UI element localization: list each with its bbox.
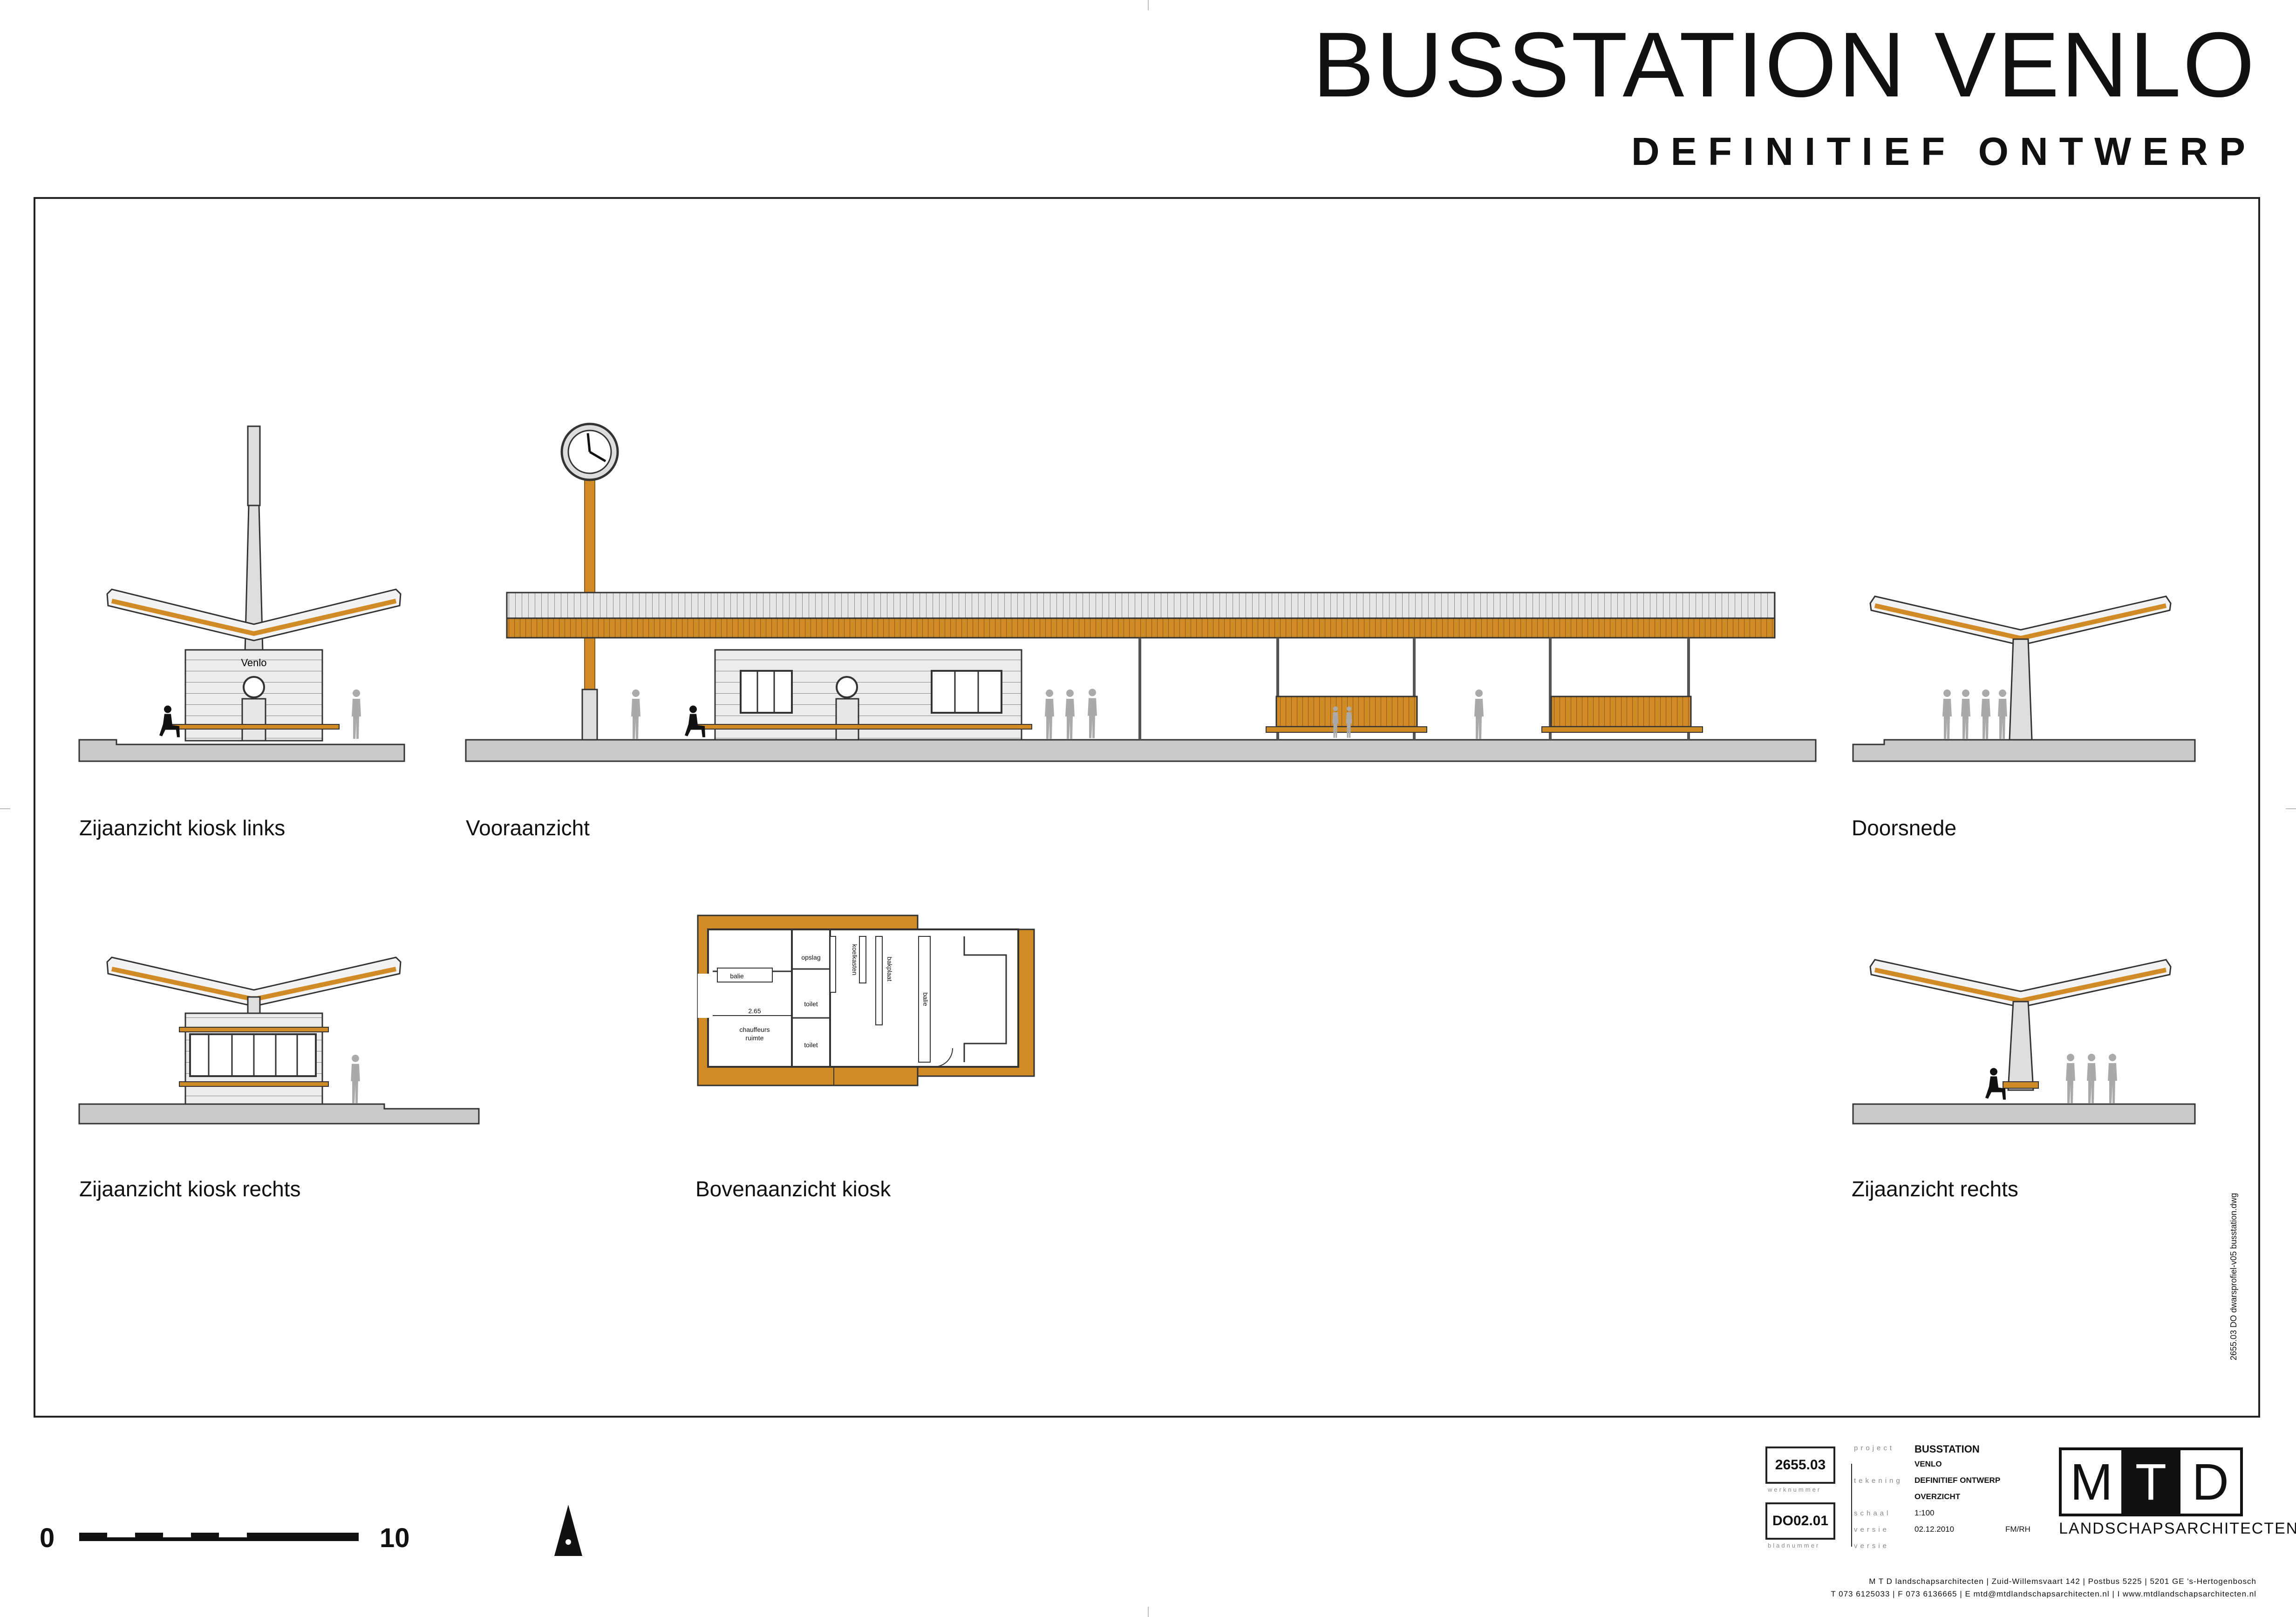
plan-label-dimension: 2.65 bbox=[748, 1007, 761, 1015]
versie-label: versie bbox=[1854, 1526, 1890, 1534]
tekening-value-1: DEFINITIEF ONTWERP bbox=[1914, 1476, 2001, 1485]
plan-label-toilet-2: toilet bbox=[804, 1041, 818, 1049]
schaal-value: 1:100 bbox=[1914, 1508, 1935, 1517]
north-arrow-icon bbox=[554, 1505, 582, 1556]
standing-figure bbox=[352, 689, 361, 739]
werknummer-box: 2655.03 bbox=[1765, 1446, 1835, 1484]
drawing-frame bbox=[34, 197, 2260, 1418]
werknummer-label: werknummer bbox=[1768, 1486, 1822, 1493]
logo-letter-d: D bbox=[2192, 1453, 2229, 1511]
view-front bbox=[465, 423, 1817, 762]
versie-initials: FM/RH bbox=[2005, 1525, 2030, 1534]
caption-side-right: Zijaanzicht rechts bbox=[1852, 1177, 2018, 1201]
project-value-2: VENLO bbox=[1914, 1460, 1942, 1468]
bladnummer-label: bladnummer bbox=[1768, 1542, 1820, 1549]
view-plan: balie opslag toilet toilet chauffeurs ru… bbox=[697, 914, 1035, 1086]
bladnummer-box: DO02.01 bbox=[1765, 1502, 1835, 1540]
mtd-logo: M T D bbox=[2059, 1447, 2243, 1516]
kiosk-sign: Venlo bbox=[241, 657, 266, 669]
plan-label-chauffeurs: chauffeurs bbox=[739, 1026, 770, 1033]
plan-label-balie: balie bbox=[730, 972, 744, 980]
view-section bbox=[1852, 595, 2196, 762]
caption-section: Doorsnede bbox=[1852, 816, 1957, 840]
crop-mark-bottom bbox=[1148, 1607, 1149, 1617]
page-title: BUSSTATION VENLO bbox=[1312, 13, 2256, 116]
plan-label-toilet-1: toilet bbox=[804, 1000, 818, 1008]
project-value-1: BUSSTATION bbox=[1914, 1443, 1980, 1455]
plan-label-koelkasten: koelkasten bbox=[851, 944, 858, 976]
tekening-label: tekening bbox=[1854, 1477, 1903, 1485]
crop-mark-left bbox=[0, 808, 10, 809]
versie2-label: versie bbox=[1854, 1542, 1890, 1550]
logo-tagline: LANDSCHAPSARCHITECTEN bbox=[2059, 1520, 2296, 1537]
schaal-label: schaal bbox=[1854, 1509, 1891, 1517]
scale-bar bbox=[79, 1533, 359, 1541]
project-label: project bbox=[1854, 1444, 1895, 1452]
sitting-figure bbox=[159, 705, 180, 737]
plan-label-ruimte: ruimte bbox=[746, 1034, 764, 1042]
caption-plan: Bovenaanzicht kiosk bbox=[695, 1177, 891, 1201]
tekening-value-2: OVERZICHT bbox=[1914, 1492, 1961, 1501]
view-kiosk-left: Venlo bbox=[78, 425, 405, 762]
crop-mark-top bbox=[1148, 0, 1149, 10]
logo-letter-m: M bbox=[2070, 1453, 2113, 1511]
file-reference-note: 2655.03 DO dwarsprofiel-v05 busstation.d… bbox=[2229, 1193, 2238, 1360]
view-kiosk-right bbox=[78, 956, 480, 1125]
crop-mark-right bbox=[2286, 808, 2296, 809]
view-side-right bbox=[1852, 959, 2196, 1125]
plan-label-balie-2: balie bbox=[922, 992, 929, 1006]
caption-front: Vooraanzicht bbox=[466, 816, 590, 840]
plan-label-opslag: opslag bbox=[801, 954, 820, 961]
scale-start-label: 0 bbox=[40, 1523, 55, 1553]
page-subtitle: DEFINITIEF ONTWERP bbox=[1631, 130, 2256, 173]
caption-kiosk-right: Zijaanzicht kiosk rechts bbox=[79, 1177, 301, 1201]
logo-letter-t: T bbox=[2121, 1450, 2181, 1514]
plan-label-bakplaat: bakplaat bbox=[886, 957, 893, 982]
caption-kiosk-left: Zijaanzicht kiosk links bbox=[79, 816, 286, 840]
footer-address: M T D landschapsarchitecten | Zuid-Wille… bbox=[1869, 1577, 2256, 1586]
versie-value: 02.12.2010 bbox=[1914, 1525, 1955, 1534]
footer-contact: T 073 6125033 | F 073 6136665 | E mtd@mt… bbox=[1831, 1590, 2256, 1598]
scale-end-label: 10 bbox=[380, 1523, 410, 1553]
